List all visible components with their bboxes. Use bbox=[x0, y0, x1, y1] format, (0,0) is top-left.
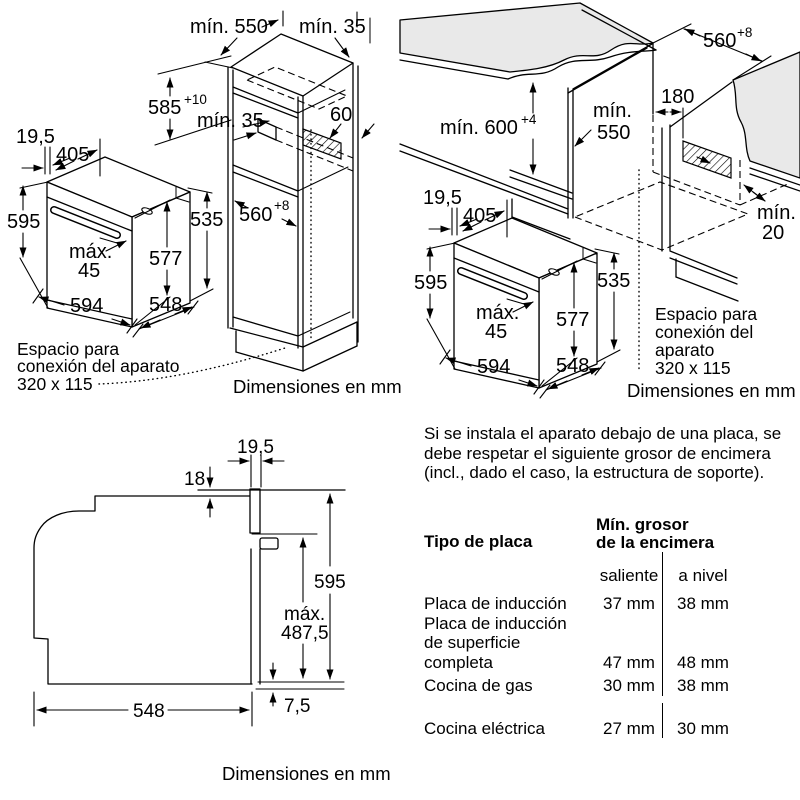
oven-dim-max-label-right: máx. bbox=[476, 302, 519, 324]
side-dim-487-5: 487,5 bbox=[281, 623, 329, 644]
row-label: Placa de inducción de superficie complet… bbox=[424, 613, 567, 672]
dim-min550-label: mín. 550 bbox=[190, 16, 268, 38]
oven-dim-548-right: 548 bbox=[556, 355, 589, 377]
dim-560-label-under: 560 bbox=[703, 30, 736, 52]
oven-dim-535: 535 bbox=[190, 209, 223, 231]
column-header-tipo-de-placa: Tipo de placa bbox=[424, 532, 533, 551]
units-label-side: Dimensiones en mm bbox=[222, 763, 391, 784]
row-value-saliente: 27 mm bbox=[603, 718, 655, 738]
side-profile-drawing: 19,5 18 595 máx. 487,5 7,5 548 Dimension… bbox=[33, 437, 391, 784]
dim-min35-vent-label: mín. 35 bbox=[197, 110, 264, 132]
side-dim-595: 595 bbox=[314, 572, 346, 593]
under-counter-drawing: 560 +8 180 bbox=[399, 2, 800, 401]
column-header-min-grosor: Mín. grosor de la encimera bbox=[596, 514, 796, 552]
hob-intro-text: Si se instala el aparato debajo de una p… bbox=[424, 424, 782, 482]
side-dim-7-5: 7,5 bbox=[284, 696, 310, 717]
dim-60-label: 60 bbox=[330, 104, 352, 126]
connection-note-under-line4: 320 x 115 bbox=[655, 358, 731, 378]
table-row: Cocina de gas 30 mm 38 mm bbox=[424, 672, 796, 696]
table-subheader-row: saliente a nivel bbox=[424, 551, 796, 585]
oven-front-view-left: 19,5 405 595 máx. 45 577 535 594 548 bbox=[7, 126, 223, 338]
row-value-saliente: 37 mm bbox=[603, 594, 655, 613]
oven-dim-max-label: máx. bbox=[69, 241, 112, 263]
side-dim-19-5: 19,5 bbox=[237, 437, 274, 458]
oven-dim-19-5-right: 19,5 bbox=[423, 187, 462, 209]
oven-dim-19-5: 19,5 bbox=[16, 126, 55, 148]
connection-note-under-line3: aparato bbox=[655, 340, 714, 360]
row-value-a-nivel: 48 mm bbox=[677, 652, 729, 672]
units-label-tall: Dimensiones en mm bbox=[233, 376, 402, 397]
table-row: Placa de inducción 37 mm 38 mm bbox=[424, 585, 796, 614]
dim-min550-under-line2: 550 bbox=[597, 122, 630, 144]
dim-min600-label: mín. 600 bbox=[440, 117, 518, 139]
oven-dim-45: 45 bbox=[78, 260, 100, 282]
oven-dim-595: 595 bbox=[7, 211, 40, 233]
dim-585-label: 585 bbox=[148, 97, 181, 119]
oven-dim-405-right: 405 bbox=[463, 205, 496, 227]
side-dim-max-label: máx. bbox=[284, 604, 325, 625]
row-label: Placa de inducción bbox=[424, 594, 567, 613]
oven-front-view-right: 19,5 405 595 máx. 45 577 535 594 548 bbox=[414, 187, 630, 399]
units-label-under: Dimensiones en mm bbox=[627, 380, 796, 401]
table-row: Cocina eléctrica 27 mm 30 mm bbox=[424, 702, 796, 738]
subheader-saliente: saliente bbox=[599, 565, 659, 585]
connection-note-line1: Espacio para bbox=[17, 339, 119, 359]
oven-dim-577-right: 577 bbox=[556, 309, 589, 331]
row-value-a-nivel: 30 mm bbox=[677, 718, 729, 738]
row-value-a-nivel: 38 mm bbox=[677, 594, 729, 613]
row-label: Cocina de gas bbox=[424, 676, 533, 695]
dim-min20-line1: mín. bbox=[757, 202, 796, 224]
subheader-a-nivel: a nivel bbox=[678, 565, 728, 585]
dim-560-tolerance-under: +8 bbox=[737, 25, 752, 40]
oven-dim-405: 405 bbox=[56, 144, 89, 166]
dim-585-tolerance: +10 bbox=[184, 92, 207, 107]
oven-dim-594: 594 bbox=[70, 295, 103, 317]
connection-note-under-line1: Espacio para bbox=[655, 304, 757, 324]
oven-dim-595-right: 595 bbox=[414, 272, 447, 294]
connection-note-under-line2: conexión del bbox=[655, 322, 753, 342]
oven-dim-535-right: 535 bbox=[597, 270, 630, 292]
oven-dim-577: 577 bbox=[149, 248, 182, 270]
oven-dim-548: 548 bbox=[149, 294, 182, 316]
dim-min35-top-label: mín. 35 bbox=[299, 16, 366, 38]
dim-560-tolerance: +8 bbox=[274, 198, 289, 213]
side-dim-18: 18 bbox=[184, 469, 205, 490]
side-dim-548: 548 bbox=[133, 701, 165, 722]
row-value-saliente: 47 mm bbox=[603, 652, 655, 672]
tall-cabinet-drawing: mín. 550 mín. 35 585 +10 mín. 35 60 560 … bbox=[17, 10, 402, 397]
oven-dim-45-right: 45 bbox=[485, 321, 507, 343]
dim-560-label: 560 bbox=[239, 204, 272, 226]
dim-min20-line2: 20 bbox=[762, 222, 784, 244]
dim-min550-under-line1: mín. bbox=[593, 100, 632, 122]
connection-note-line3: 320 x 115 bbox=[17, 374, 93, 394]
row-label: Cocina eléctrica bbox=[424, 718, 545, 738]
column-header-min-grosor-line1: Mín. grosor bbox=[596, 514, 689, 534]
table-header-row: Tipo de placa Mín. grosor de la encimera bbox=[424, 514, 796, 552]
column-header-min-grosor-line2: de la encimera bbox=[596, 532, 715, 552]
connection-note-line2: conexión del aparato bbox=[17, 356, 179, 376]
dim-180-label: 180 bbox=[661, 86, 694, 108]
row-value-a-nivel: 38 mm bbox=[677, 676, 729, 695]
dim-min600-tolerance: +4 bbox=[521, 112, 537, 127]
oven-dim-594-right: 594 bbox=[477, 356, 510, 378]
table-row: Placa de inducción de superficie complet… bbox=[424, 613, 796, 672]
hob-thickness-section: Si se instala el aparato debajo de una p… bbox=[424, 424, 796, 738]
row-value-saliente: 30 mm bbox=[603, 676, 655, 695]
